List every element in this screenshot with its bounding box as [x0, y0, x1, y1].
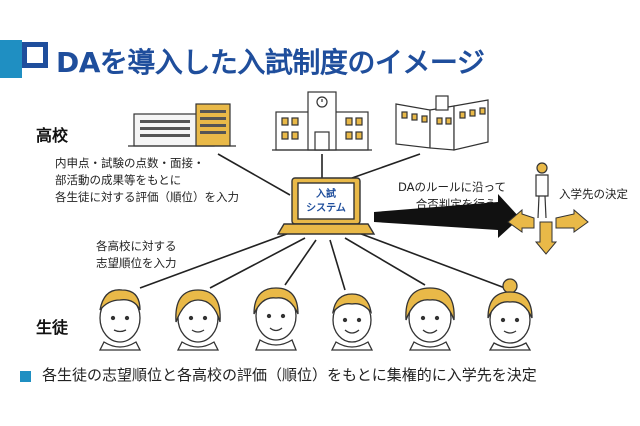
high-school-desc-line: 内申点・試験の点数・面接・ [55, 156, 205, 170]
footer-summary: 各生徒の志望順位と各高校の評価（順位）をもとに集権的に入学先を決定 [42, 366, 537, 384]
student-faces [98, 278, 533, 351]
high-school-description: 内申点・試験の点数・面接・ 部活動の成果等をもとに 各生徒に対する評価（順位）を… [55, 155, 239, 206]
school-building-3-icon [395, 95, 489, 151]
page-title: DAを導入した入試制度のイメージ [56, 46, 485, 79]
title-accent-bar [0, 40, 22, 78]
decision-label: 入学先の決定 [559, 187, 628, 201]
school-building-1-icon [128, 103, 236, 147]
laptop-icon [276, 177, 376, 235]
decision-person-icon [535, 162, 549, 219]
students-label: 生徒 [36, 318, 69, 337]
system-label-line-2: システム [306, 202, 346, 214]
high-school-label: 高校 [36, 126, 69, 145]
student-connectors [139, 231, 506, 291]
student-1-avatar [98, 289, 142, 351]
student-5-avatar [405, 287, 455, 351]
high-school-desc-line: 部活動の成果等をもとに [55, 173, 182, 187]
process-arrow-icon [374, 194, 520, 238]
crossroad-arrows-icon [507, 208, 589, 255]
high-school-desc-line: 各生徒に対する評価（順位）を入力 [55, 190, 239, 204]
student-4-avatar [330, 293, 374, 351]
student-3-avatar [253, 287, 299, 351]
student-description: 各高校に対する 志望順位を入力 [96, 238, 177, 272]
school-connectors [217, 153, 421, 196]
school-building-2-icon [272, 91, 372, 151]
student-desc-line: 各高校に対する [96, 239, 177, 253]
student-6-avatar [487, 278, 533, 351]
da-desc-line: DAのルールに沿って [398, 180, 506, 194]
footer-bullet-icon [20, 371, 31, 382]
student-2-avatar [175, 289, 221, 351]
student-desc-line: 志望順位を入力 [96, 256, 177, 270]
title-square-icon [22, 42, 48, 68]
system-label-line-1: 入試 [316, 187, 336, 200]
